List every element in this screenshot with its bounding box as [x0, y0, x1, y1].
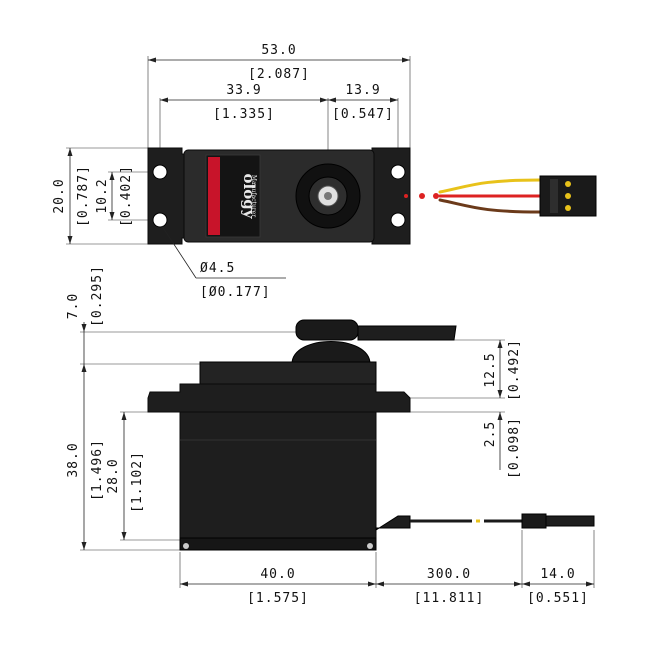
dim-hole-spacing-inch: [0.402]: [119, 165, 134, 227]
dim-top-to-flange-inch: [0.492]: [507, 339, 522, 401]
dim-wire-length-inch: [11.811]: [414, 591, 485, 606]
dim-overall-height-inch: [1.496]: [90, 439, 105, 501]
dim-horn-offset: 33.9 [1.335]: [160, 83, 328, 122]
dim-flange-thickness-mm: 2.5: [483, 421, 498, 447]
side-view: 7.0 [0.295] 38.0 [1.496] 28.0 [1.102] 12…: [66, 265, 595, 606]
dim-below-flange-inch: [1.102]: [130, 451, 145, 513]
dim-body-height: 20.0 [0.787]: [52, 147, 148, 245]
dim-connector-length-mm: 14.0: [540, 567, 575, 582]
dim-width-total-inch: [2.087]: [248, 67, 310, 82]
dim-flange-thickness-inch: [0.098]: [507, 417, 522, 479]
dim-below-flange-mm: 28.0: [106, 458, 121, 493]
dim-body-height-inch: [0.787]: [76, 165, 91, 227]
dim-hole-diameter: Ø4.5 [Ø0.177]: [161, 225, 286, 300]
dim-wire-length-mm: 300.0: [427, 567, 471, 582]
output-horn-top: [295, 163, 361, 229]
dim-connector-length-inch: [0.551]: [527, 591, 589, 606]
mount-hole-tl: [152, 164, 168, 180]
dim-width-total-mm: 53.0: [261, 43, 296, 58]
servo-top-body: [147, 147, 411, 245]
dim-body-length: 40.0 [1.575]: [180, 567, 376, 606]
dim-below-flange: 28.0 [1.102]: [106, 412, 145, 540]
dim-body-length-inch: [1.575]: [247, 591, 309, 606]
dim-horn-height-mm: 7.0: [66, 293, 81, 319]
servo-side-body: [147, 319, 457, 551]
dim-hole-diameter-inch: [Ø0.177]: [200, 285, 271, 300]
dim-horn-to-edge-inch: [0.547]: [332, 107, 394, 122]
dim-horn-height: 7.0 [0.295]: [66, 265, 105, 372]
dim-hole-spacing-mm: 10.2: [95, 178, 110, 213]
dim-top-to-flange: 12.5 [0.492]: [483, 339, 522, 401]
dim-horn-height-inch: [0.295]: [90, 265, 105, 327]
connector-top: [539, 175, 597, 217]
dim-horn-to-edge-mm: 13.9: [345, 83, 380, 98]
dim-flange-thickness: 2.5 [0.098]: [483, 412, 522, 479]
mount-hole-bl: [152, 212, 168, 228]
dim-top-to-flange-mm: 12.5: [483, 352, 498, 387]
dim-overall-height: 38.0 [1.496]: [66, 364, 105, 550]
dim-width-total: 53.0 [2.087]: [148, 43, 410, 82]
dim-wire-length: 300.0 [11.811]: [376, 567, 522, 606]
dim-hole-diameter-mm: Ø4.5: [200, 261, 235, 276]
wire-side: [410, 513, 595, 529]
mount-hole-tr: [390, 164, 406, 180]
brand-subtext: Manufacturer: [250, 175, 257, 217]
top-view: 53.0 [2.087] 33.9 [1.335] 13.9 [0.547]: [52, 43, 597, 300]
dim-body-height-mm: 20.0: [52, 178, 67, 213]
mount-hole-br: [390, 212, 406, 228]
wire-bundle-top: [438, 178, 542, 214]
dim-overall-height-mm: 38.0: [66, 442, 81, 477]
dim-horn-to-edge: 13.9 [0.547]: [328, 83, 398, 122]
dim-hole-spacing: 10.2 [0.402]: [95, 165, 160, 227]
brand-label: ology Manufacturer: [205, 154, 261, 238]
brand-text: ology: [240, 174, 258, 220]
dim-horn-offset-inch: [1.335]: [213, 107, 275, 122]
dim-body-length-mm: 40.0: [260, 567, 295, 582]
status-leds: [404, 193, 439, 199]
dim-horn-offset-mm: 33.9: [226, 83, 261, 98]
dim-connector-length: 14.0 [0.551]: [522, 567, 594, 606]
